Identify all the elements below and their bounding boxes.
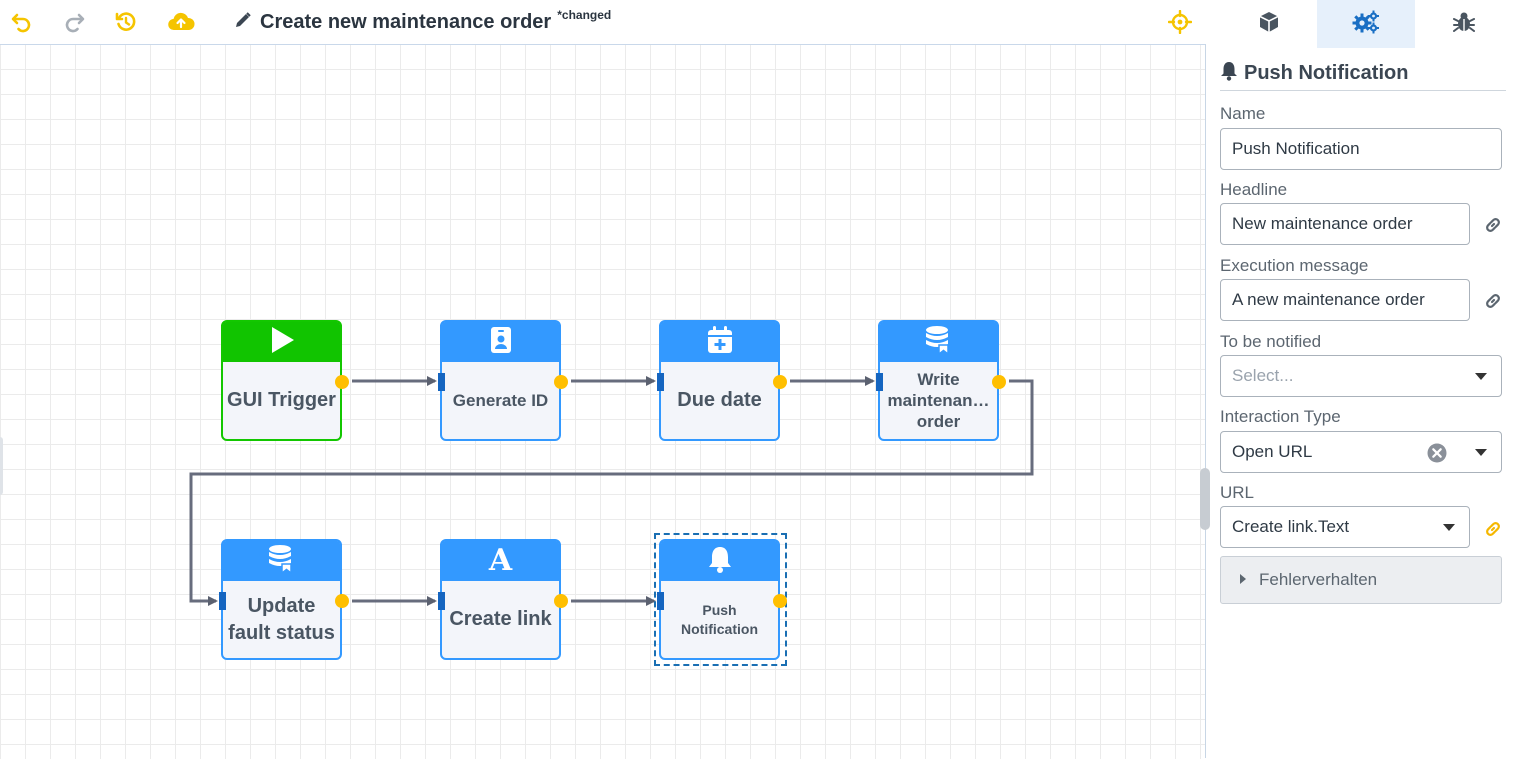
node-label: Create link (449, 608, 552, 630)
interaction-type-label: Interaction Type (1220, 407, 1341, 426)
database-icon (268, 544, 296, 579)
changed-badge: *changed (557, 8, 612, 22)
connection (189, 379, 1034, 606)
execution-message-input[interactable]: A new maintenance order (1220, 279, 1470, 321)
execution-message-label: Execution message (1220, 256, 1369, 275)
interaction-type-value: Open URL (1232, 442, 1313, 461)
canvas-divider (1205, 44, 1206, 758)
to-be-notified-placeholder: Select... (1232, 366, 1294, 385)
node-label: GUI Trigger (227, 389, 336, 411)
panel-resize-handle[interactable] (1200, 468, 1210, 530)
to-be-notified-label: To be notified (1220, 332, 1322, 351)
cloud-upload-icon[interactable] (165, 6, 197, 38)
node-label: Due date (677, 389, 762, 411)
title-area: Create new maintenance order *changed (234, 8, 611, 36)
chevron-down-icon[interactable] (1443, 524, 1455, 531)
node-push-notification[interactable]: Push Notification (657, 539, 787, 660)
node-gui-trigger[interactable]: GUI Trigger (221, 320, 349, 441)
bell-icon (707, 545, 733, 578)
node-generate-id[interactable]: Generate ID (438, 320, 568, 441)
headline-value: New maintenance order (1232, 214, 1413, 233)
left-panel-handle[interactable] (0, 437, 3, 495)
history-icon[interactable] (110, 6, 142, 38)
node-update-status[interactable]: Update fault status (219, 539, 349, 660)
headline-label: Headline (1220, 180, 1288, 199)
panel-tabs (1206, 0, 1514, 48)
interaction-type-select[interactable]: Open URL (1220, 431, 1502, 473)
link-icon[interactable] (1484, 216, 1502, 234)
tab-debug[interactable] (1415, 0, 1513, 48)
execution-message-value: A new maintenance order (1232, 290, 1425, 309)
url-label: URL (1220, 483, 1255, 502)
link-icon[interactable] (1484, 292, 1502, 310)
output-port[interactable] (335, 375, 349, 389)
error-behavior-accordion[interactable]: Fehlerverhalten (1220, 556, 1502, 604)
headline-input[interactable]: New maintenance order (1220, 203, 1470, 245)
url-select[interactable]: Create link.Text (1220, 506, 1470, 548)
link-icon[interactable] (1484, 520, 1502, 538)
output-port[interactable] (554, 594, 568, 608)
node-due-date[interactable]: Due date (657, 320, 787, 441)
connections-layer (189, 376, 1034, 606)
cube-icon (1258, 11, 1280, 38)
bell-icon (1220, 61, 1238, 86)
pencil-icon[interactable] (234, 11, 252, 34)
play-icon (268, 325, 296, 360)
output-port[interactable] (554, 375, 568, 389)
workflow-title[interactable]: Create new maintenance order (260, 10, 552, 33)
input-port[interactable] (657, 592, 664, 610)
name-label: Name (1220, 104, 1266, 123)
node-write-order[interactable]: Write maintenan… order (876, 320, 1006, 441)
name-value: Push Notification (1232, 139, 1360, 158)
node-label: Write maintenan… order (887, 369, 990, 432)
redo-icon[interactable] (58, 6, 90, 38)
node-label: Update fault status (228, 594, 335, 644)
output-port[interactable] (773, 594, 787, 608)
tab-component[interactable] (1220, 0, 1318, 48)
input-port[interactable] (219, 592, 226, 610)
calendar-plus-icon (707, 325, 733, 359)
node-label: Generate ID (452, 390, 549, 410)
letter-a-icon: A (488, 543, 513, 578)
node-create-link[interactable]: A Create link (438, 539, 568, 660)
id-badge-icon (490, 326, 512, 359)
input-port[interactable] (876, 373, 883, 391)
output-port[interactable] (992, 375, 1006, 389)
chevron-down-icon[interactable] (1475, 449, 1487, 456)
workflow-canvas[interactable] (0, 44, 1205, 759)
input-port[interactable] (657, 373, 664, 391)
to-be-notified-select[interactable]: Select... (1220, 355, 1502, 397)
caret-right-icon (1239, 570, 1247, 590)
node-label: Push Notification (681, 602, 758, 637)
panel-title: Push Notification (1244, 61, 1409, 84)
accordion-label: Fehlerverhalten (1259, 570, 1378, 589)
database-icon (925, 325, 953, 360)
undo-icon[interactable] (6, 6, 38, 38)
panel-header: Push Notification (1220, 56, 1506, 91)
url-value: Create link.Text (1232, 517, 1350, 536)
tab-settings[interactable] (1317, 0, 1415, 48)
output-port[interactable] (335, 594, 349, 608)
crosshair-icon[interactable] (1164, 6, 1196, 38)
input-port[interactable] (438, 592, 445, 610)
clear-icon[interactable] (1427, 443, 1447, 468)
input-port[interactable] (438, 373, 445, 391)
gears-icon (1352, 10, 1380, 39)
chevron-down-icon[interactable] (1475, 373, 1487, 380)
toolbar: Create new maintenance order *changed (0, 0, 1206, 44)
bug-icon (1453, 11, 1475, 38)
output-port[interactable] (773, 375, 787, 389)
name-input[interactable]: Push Notification (1220, 128, 1502, 170)
